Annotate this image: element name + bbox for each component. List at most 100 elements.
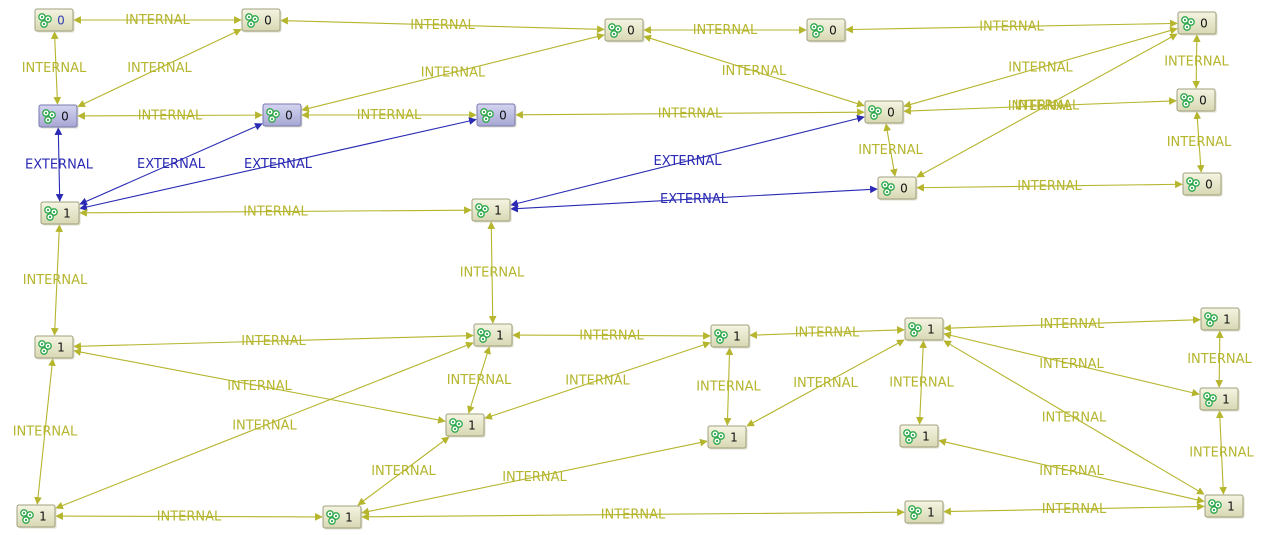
edge-line[interactable] bbox=[79, 117, 477, 211]
node-e2[interactable]: 1 bbox=[707, 425, 748, 450]
edge-a3-b2[interactable]: INTERNAL bbox=[301, 32, 605, 113]
edge-e4-f4[interactable]: INTERNAL bbox=[1189, 410, 1255, 495]
edge-d2-f1[interactable]: INTERNAL bbox=[55, 341, 474, 510]
edge-line[interactable] bbox=[916, 180, 1183, 192]
edge-line[interactable] bbox=[1216, 410, 1227, 495]
edge-line[interactable] bbox=[512, 331, 711, 340]
edge-line[interactable] bbox=[749, 326, 905, 339]
node-e3[interactable]: 1 bbox=[899, 424, 940, 449]
edge-a4-a5[interactable]: INTERNAL bbox=[845, 20, 1178, 35]
edge-line[interactable] bbox=[34, 358, 56, 505]
edge-d1-f1[interactable]: INTERNAL bbox=[13, 358, 78, 505]
edge-f1-f2[interactable]: INTERNAL bbox=[55, 510, 323, 525]
edge-d3-e2[interactable]: INTERNAL bbox=[696, 347, 762, 426]
node-b2[interactable]: 0 bbox=[262, 103, 303, 128]
edge-d3-e1[interactable]: INTERNAL bbox=[484, 341, 711, 420]
edge-c2-d2[interactable]: INTERNAL bbox=[460, 221, 525, 324]
edge-line[interactable] bbox=[79, 206, 472, 217]
node-b5[interactable]: 0 bbox=[1176, 88, 1217, 113]
edge-a5-b5[interactable]: INTERNAL bbox=[1164, 34, 1230, 89]
node-d2[interactable]: 1 bbox=[473, 323, 514, 348]
edge-line[interactable] bbox=[943, 316, 1201, 332]
node-f3[interactable]: 1 bbox=[904, 500, 945, 525]
edge-b2-b3[interactable]: INTERNAL bbox=[301, 108, 477, 123]
edge-b4-b5[interactable]: INTERNAL bbox=[903, 97, 1177, 115]
node-a3[interactable]: 0 bbox=[604, 18, 645, 43]
edge-line[interactable] bbox=[301, 32, 605, 113]
node-c2[interactable]: 1 bbox=[471, 198, 512, 223]
edge-line[interactable] bbox=[361, 438, 708, 516]
edge-a1-a2[interactable]: INTERNAL bbox=[73, 13, 242, 28]
edge-c3-c4[interactable]: INTERNAL bbox=[916, 179, 1183, 194]
edge-e3-f4[interactable]: INTERNAL bbox=[938, 438, 1205, 504]
edge-line[interactable] bbox=[50, 31, 62, 105]
edge-a2-b1[interactable]: INTERNAL bbox=[77, 28, 242, 108]
edge-line[interactable] bbox=[746, 339, 905, 427]
edge-b1-b2[interactable]: INTERNAL bbox=[77, 109, 263, 124]
edge-line[interactable] bbox=[1215, 330, 1224, 388]
edge-b5-c4[interactable]: INTERNAL bbox=[1167, 111, 1232, 173]
edge-line[interactable] bbox=[883, 123, 898, 177]
node-a4[interactable]: 0 bbox=[806, 18, 847, 43]
edge-d4-e2[interactable]: INTERNAL bbox=[746, 339, 905, 427]
edge-a3-b4[interactable]: INTERNAL bbox=[643, 34, 865, 108]
edge-line[interactable] bbox=[280, 16, 605, 34]
edge-d2-d3[interactable]: INTERNAL bbox=[512, 329, 711, 344]
edge-d1-d2[interactable]: INTERNAL bbox=[73, 331, 474, 351]
edge-d4-d5[interactable]: INTERNAL bbox=[943, 316, 1201, 332]
edge-b2-c1[interactable]: EXTERNAL bbox=[79, 123, 263, 205]
edge-e1-f2[interactable]: INTERNAL bbox=[357, 436, 450, 506]
edge-line[interactable] bbox=[54, 127, 64, 202]
edge-line[interactable] bbox=[77, 28, 242, 108]
node-d1[interactable]: 1 bbox=[34, 335, 75, 360]
edge-b4-c3[interactable]: INTERNAL bbox=[858, 123, 924, 177]
edge-line[interactable] bbox=[1192, 34, 1201, 89]
node-c4[interactable]: 0 bbox=[1182, 172, 1223, 197]
edge-line[interactable] bbox=[487, 221, 497, 324]
edge-a5-b4[interactable]: INTERNAL bbox=[903, 26, 1178, 109]
edge-a1-b1[interactable]: INTERNAL bbox=[22, 31, 87, 105]
node-b4[interactable]: 0 bbox=[864, 100, 905, 125]
edge-c1-d1[interactable]: INTERNAL bbox=[23, 224, 88, 336]
node-e1[interactable]: 1 bbox=[445, 413, 486, 438]
edge-line[interactable] bbox=[943, 502, 1205, 516]
node-a1[interactable]: 0 bbox=[34, 8, 75, 33]
node-a5[interactable]: 0 bbox=[1177, 11, 1218, 36]
edge-b3-b4[interactable]: INTERNAL bbox=[515, 107, 865, 122]
edge-line[interactable] bbox=[903, 97, 1177, 115]
edge-a3-a4[interactable]: INTERNAL bbox=[643, 23, 807, 38]
node-f2[interactable]: 1 bbox=[322, 505, 363, 530]
edge-f2-f3[interactable]: INTERNAL bbox=[361, 508, 905, 523]
edge-line[interactable] bbox=[938, 438, 1205, 504]
edge-d3-d4[interactable]: INTERNAL bbox=[749, 326, 905, 341]
edge-line[interactable] bbox=[55, 341, 474, 510]
node-b1[interactable]: 0 bbox=[38, 104, 79, 129]
edge-b1-c1[interactable]: EXTERNAL bbox=[25, 127, 94, 202]
node-c1[interactable]: 1 bbox=[40, 201, 81, 226]
node-d5[interactable]: 1 bbox=[1200, 307, 1241, 332]
edge-line[interactable] bbox=[51, 224, 63, 336]
edge-line[interactable] bbox=[510, 185, 878, 213]
edge-line[interactable] bbox=[77, 111, 263, 120]
edge-d5-e4[interactable]: INTERNAL bbox=[1187, 330, 1253, 388]
edge-c1-c2[interactable]: INTERNAL bbox=[79, 205, 472, 220]
node-d3[interactable]: 1 bbox=[710, 324, 751, 349]
node-c3[interactable]: 0 bbox=[877, 176, 918, 201]
edge-d1-e1[interactable]: INTERNAL bbox=[73, 348, 446, 424]
edge-line[interactable] bbox=[361, 508, 905, 521]
edge-line[interactable] bbox=[515, 108, 865, 119]
edge-f3-f4[interactable]: INTERNAL bbox=[943, 502, 1205, 517]
edge-a2-a3[interactable]: INTERNAL bbox=[280, 16, 605, 34]
node-b3[interactable]: 0 bbox=[476, 103, 517, 128]
node-a2[interactable]: 0 bbox=[241, 8, 282, 33]
edge-d2-e1[interactable]: INTERNAL bbox=[447, 346, 512, 414]
edge-d4-e3[interactable]: INTERNAL bbox=[889, 340, 955, 425]
edge-c3-c2[interactable]: EXTERNAL bbox=[510, 185, 878, 213]
edge-line[interactable] bbox=[916, 340, 927, 425]
edge-line[interactable] bbox=[55, 512, 323, 521]
node-f4[interactable]: 1 bbox=[1204, 494, 1245, 519]
edge-b3-c1[interactable]: EXTERNAL bbox=[79, 117, 477, 211]
edge-line[interactable] bbox=[643, 34, 865, 108]
edge-line[interactable] bbox=[723, 347, 734, 426]
